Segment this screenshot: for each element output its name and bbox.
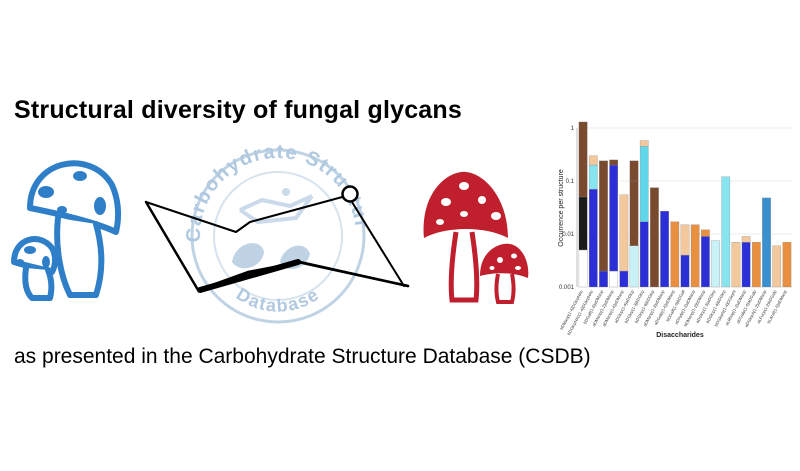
chart-bar-segment — [660, 210, 669, 288]
chart-bar-segment — [670, 221, 680, 288]
chart-bar-segment — [578, 121, 588, 198]
chart-bar-segment — [701, 236, 710, 288]
chart-bar-segment — [690, 224, 700, 288]
csdb-logo: Carbohydrate Structure Database — [0, 0, 371, 324]
chart-bar-segment — [629, 180, 639, 246]
chart-bar-segment — [578, 249, 588, 288]
page-subtitle: as presented in the Carbohydrate Structu… — [14, 345, 591, 368]
chart-bar-segment — [772, 245, 782, 288]
red-mushroom-spots — [436, 182, 521, 270]
chart-bar-segment — [639, 140, 649, 147]
chart-bar-segment — [731, 242, 741, 288]
chart-bar-segment — [588, 189, 598, 288]
chart-bar-segment — [639, 146, 649, 222]
blue-mushroom-spots — [16, 171, 106, 268]
chart-bar-segment — [619, 270, 629, 288]
chart-bar-segment — [599, 160, 608, 272]
chart-bar-segment — [741, 236, 751, 243]
chart-bar-segment — [588, 164, 598, 190]
chart-bar-segment — [701, 229, 710, 237]
chart-y-tick-label: 0.01 — [562, 232, 574, 238]
chart-bar-segment — [619, 194, 629, 272]
chart-y-tick-label: 0.001 — [559, 285, 575, 291]
chart-bar-segment — [762, 197, 771, 288]
chart-x-axis-label: Disaccharides — [656, 332, 704, 339]
chart-y-tick-label: 1 — [571, 126, 575, 132]
chart-bar-segment — [578, 196, 588, 251]
page-title: Structural diversity of fungal glycans — [14, 96, 462, 124]
chart-bar-segment — [629, 245, 639, 288]
chart-bar-segment — [629, 160, 639, 182]
svg-text:Database: Database — [233, 284, 323, 316]
disaccharide-bar-chart: 10.10.010.001 bDManp(1-4)DGlcpNAcbDGlcpN… — [558, 121, 792, 339]
chart-bar-segment — [639, 221, 649, 288]
chart-bar-segment — [609, 270, 618, 288]
chart-bar-segment — [609, 159, 618, 166]
chart-bar-segment — [711, 240, 720, 288]
chart-y-tick-label: 0.1 — [566, 179, 575, 185]
chart-bar-segment — [680, 224, 690, 256]
chart-bar-segment — [741, 242, 751, 288]
blue-mushroom-icon — [11, 160, 122, 301]
chart-bar-segment — [782, 242, 792, 288]
chart-bar-segment — [599, 270, 608, 288]
chart-bar-segment — [609, 164, 618, 272]
chart-y-axis-label: Occurrence per structure — [558, 169, 565, 247]
chart-bar-segment — [721, 176, 731, 288]
sugar-ring-icon — [144, 185, 410, 293]
chart-bar-segment — [680, 254, 690, 288]
chart-bar-segment — [752, 242, 761, 288]
chart-bar-segment — [650, 187, 659, 288]
chart-bar-segment — [588, 155, 598, 166]
red-mushroom-icon — [423, 171, 529, 304]
